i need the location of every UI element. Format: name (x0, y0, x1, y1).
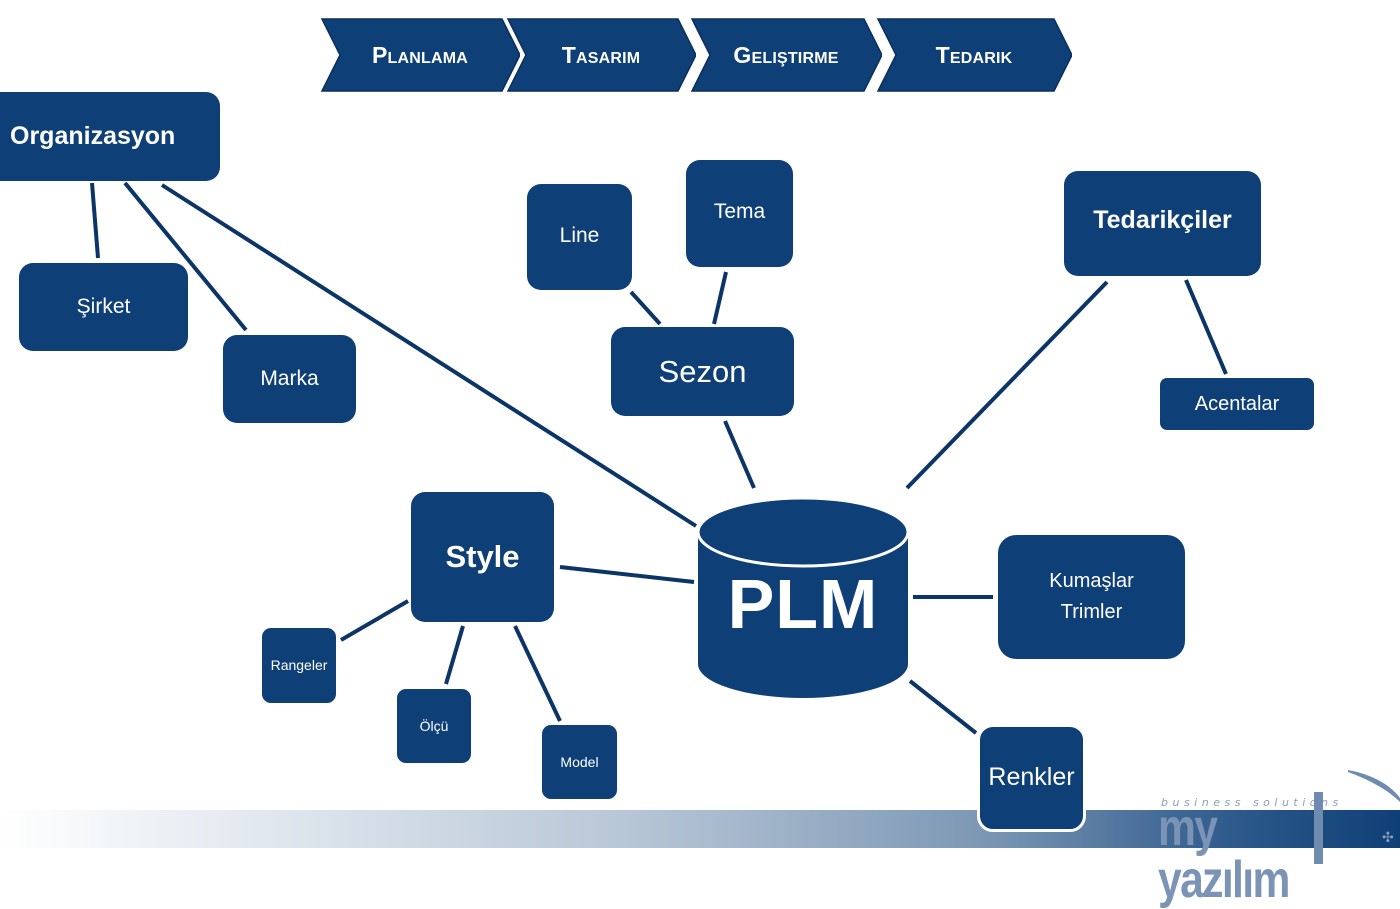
node-renkler[interactable]: Renkler (977, 724, 1086, 832)
edge-line-sezon (629, 290, 662, 326)
process-step-tedarik[interactable]: Tedarik (876, 18, 1072, 92)
database-icon (696, 496, 910, 698)
node-label: Sezon (658, 354, 747, 389)
node-acentalar[interactable]: Acentalar (1160, 378, 1314, 430)
node-label: Ölçü (419, 717, 449, 734)
edge-style-olcu (444, 625, 465, 685)
process-step-label: Tedarik (935, 41, 1013, 68)
edge-tedarikciler-plm (905, 280, 1109, 490)
edge-organizasyon-plm (160, 183, 698, 528)
edge-style-plm (559, 565, 695, 584)
chevron-shape (320, 18, 520, 92)
process-steps: Planlama Tasarım Geliştirme Tedarik (320, 18, 1080, 92)
node-label: Marka (260, 366, 319, 390)
node-label: Model (560, 753, 599, 770)
node-tema[interactable]: Tema (686, 160, 793, 267)
connector-layer (90, 181, 1228, 735)
edge-tema-sezon (712, 271, 728, 325)
node-label-line1: Kumaşlar (1049, 570, 1134, 592)
plm-database[interactable]: PLM (696, 494, 910, 700)
footer-gradient-bar (0, 810, 1400, 848)
chevron-shape (506, 18, 696, 92)
edge-plm-renkler (908, 679, 978, 735)
node-model[interactable]: Model (542, 725, 617, 799)
process-step-label: Tasarım (561, 41, 641, 68)
plm-label: PLM (727, 565, 879, 643)
node-sezon[interactable]: Sezon (611, 327, 794, 416)
chevron-shape (876, 18, 1072, 92)
node-label: Tedarikçiler (1093, 206, 1232, 234)
node-label: Rangeler (270, 657, 328, 674)
process-step-label: Geliştirme (733, 41, 839, 68)
node-label: Organizasyon (10, 122, 176, 150)
node-kumaslar-trimler[interactable]: Kumaşlar Trimler (998, 535, 1185, 659)
node-tedarikciler[interactable]: Tedarikçiler (1064, 171, 1261, 276)
process-step-tasarim[interactable]: Tasarım (506, 18, 696, 92)
node-label-line2: Trimler (1060, 601, 1123, 623)
logo-wordmark: my yazılım (1158, 799, 1290, 909)
edge-style-rangeler (339, 599, 410, 642)
edge-organizasyon-marka (123, 181, 248, 332)
edge-style-model (513, 625, 562, 722)
process-step-gelistirme[interactable]: Geliştirme (690, 18, 882, 92)
node-rangeler[interactable]: Rangeler (262, 628, 336, 703)
edge-organizasyon-sirket (90, 182, 100, 259)
node-label: Tema (713, 200, 766, 223)
process-step-planlama[interactable]: Planlama (320, 18, 520, 92)
node-sirket[interactable]: Şirket (19, 263, 188, 351)
edge-sezon-plm (723, 420, 756, 489)
node-line[interactable]: Line (527, 184, 632, 290)
process-step-label: Planlama (371, 41, 469, 68)
svg-text:✣: ✣ (1382, 830, 1394, 846)
node-marka[interactable]: Marka (223, 335, 356, 423)
node-olcu[interactable]: Ölçü (397, 689, 471, 763)
node-label: Line (559, 224, 600, 247)
node-label: Acentalar (1194, 392, 1280, 415)
node-label: Style (445, 539, 520, 574)
node-label: Renkler (988, 763, 1075, 792)
node-label: Şirket (76, 294, 131, 318)
node-organizasyon[interactable]: Organizasyon (0, 92, 220, 181)
chevron-shape (690, 18, 882, 92)
logo-vertical-bar (1314, 792, 1323, 864)
logo-swoosh-icon: ✣ (1348, 770, 1400, 846)
edge-tedarikciler-acentalar (1184, 279, 1228, 375)
node-style[interactable]: Style (411, 492, 554, 622)
logo-tagline: business solutions (1161, 796, 1343, 809)
